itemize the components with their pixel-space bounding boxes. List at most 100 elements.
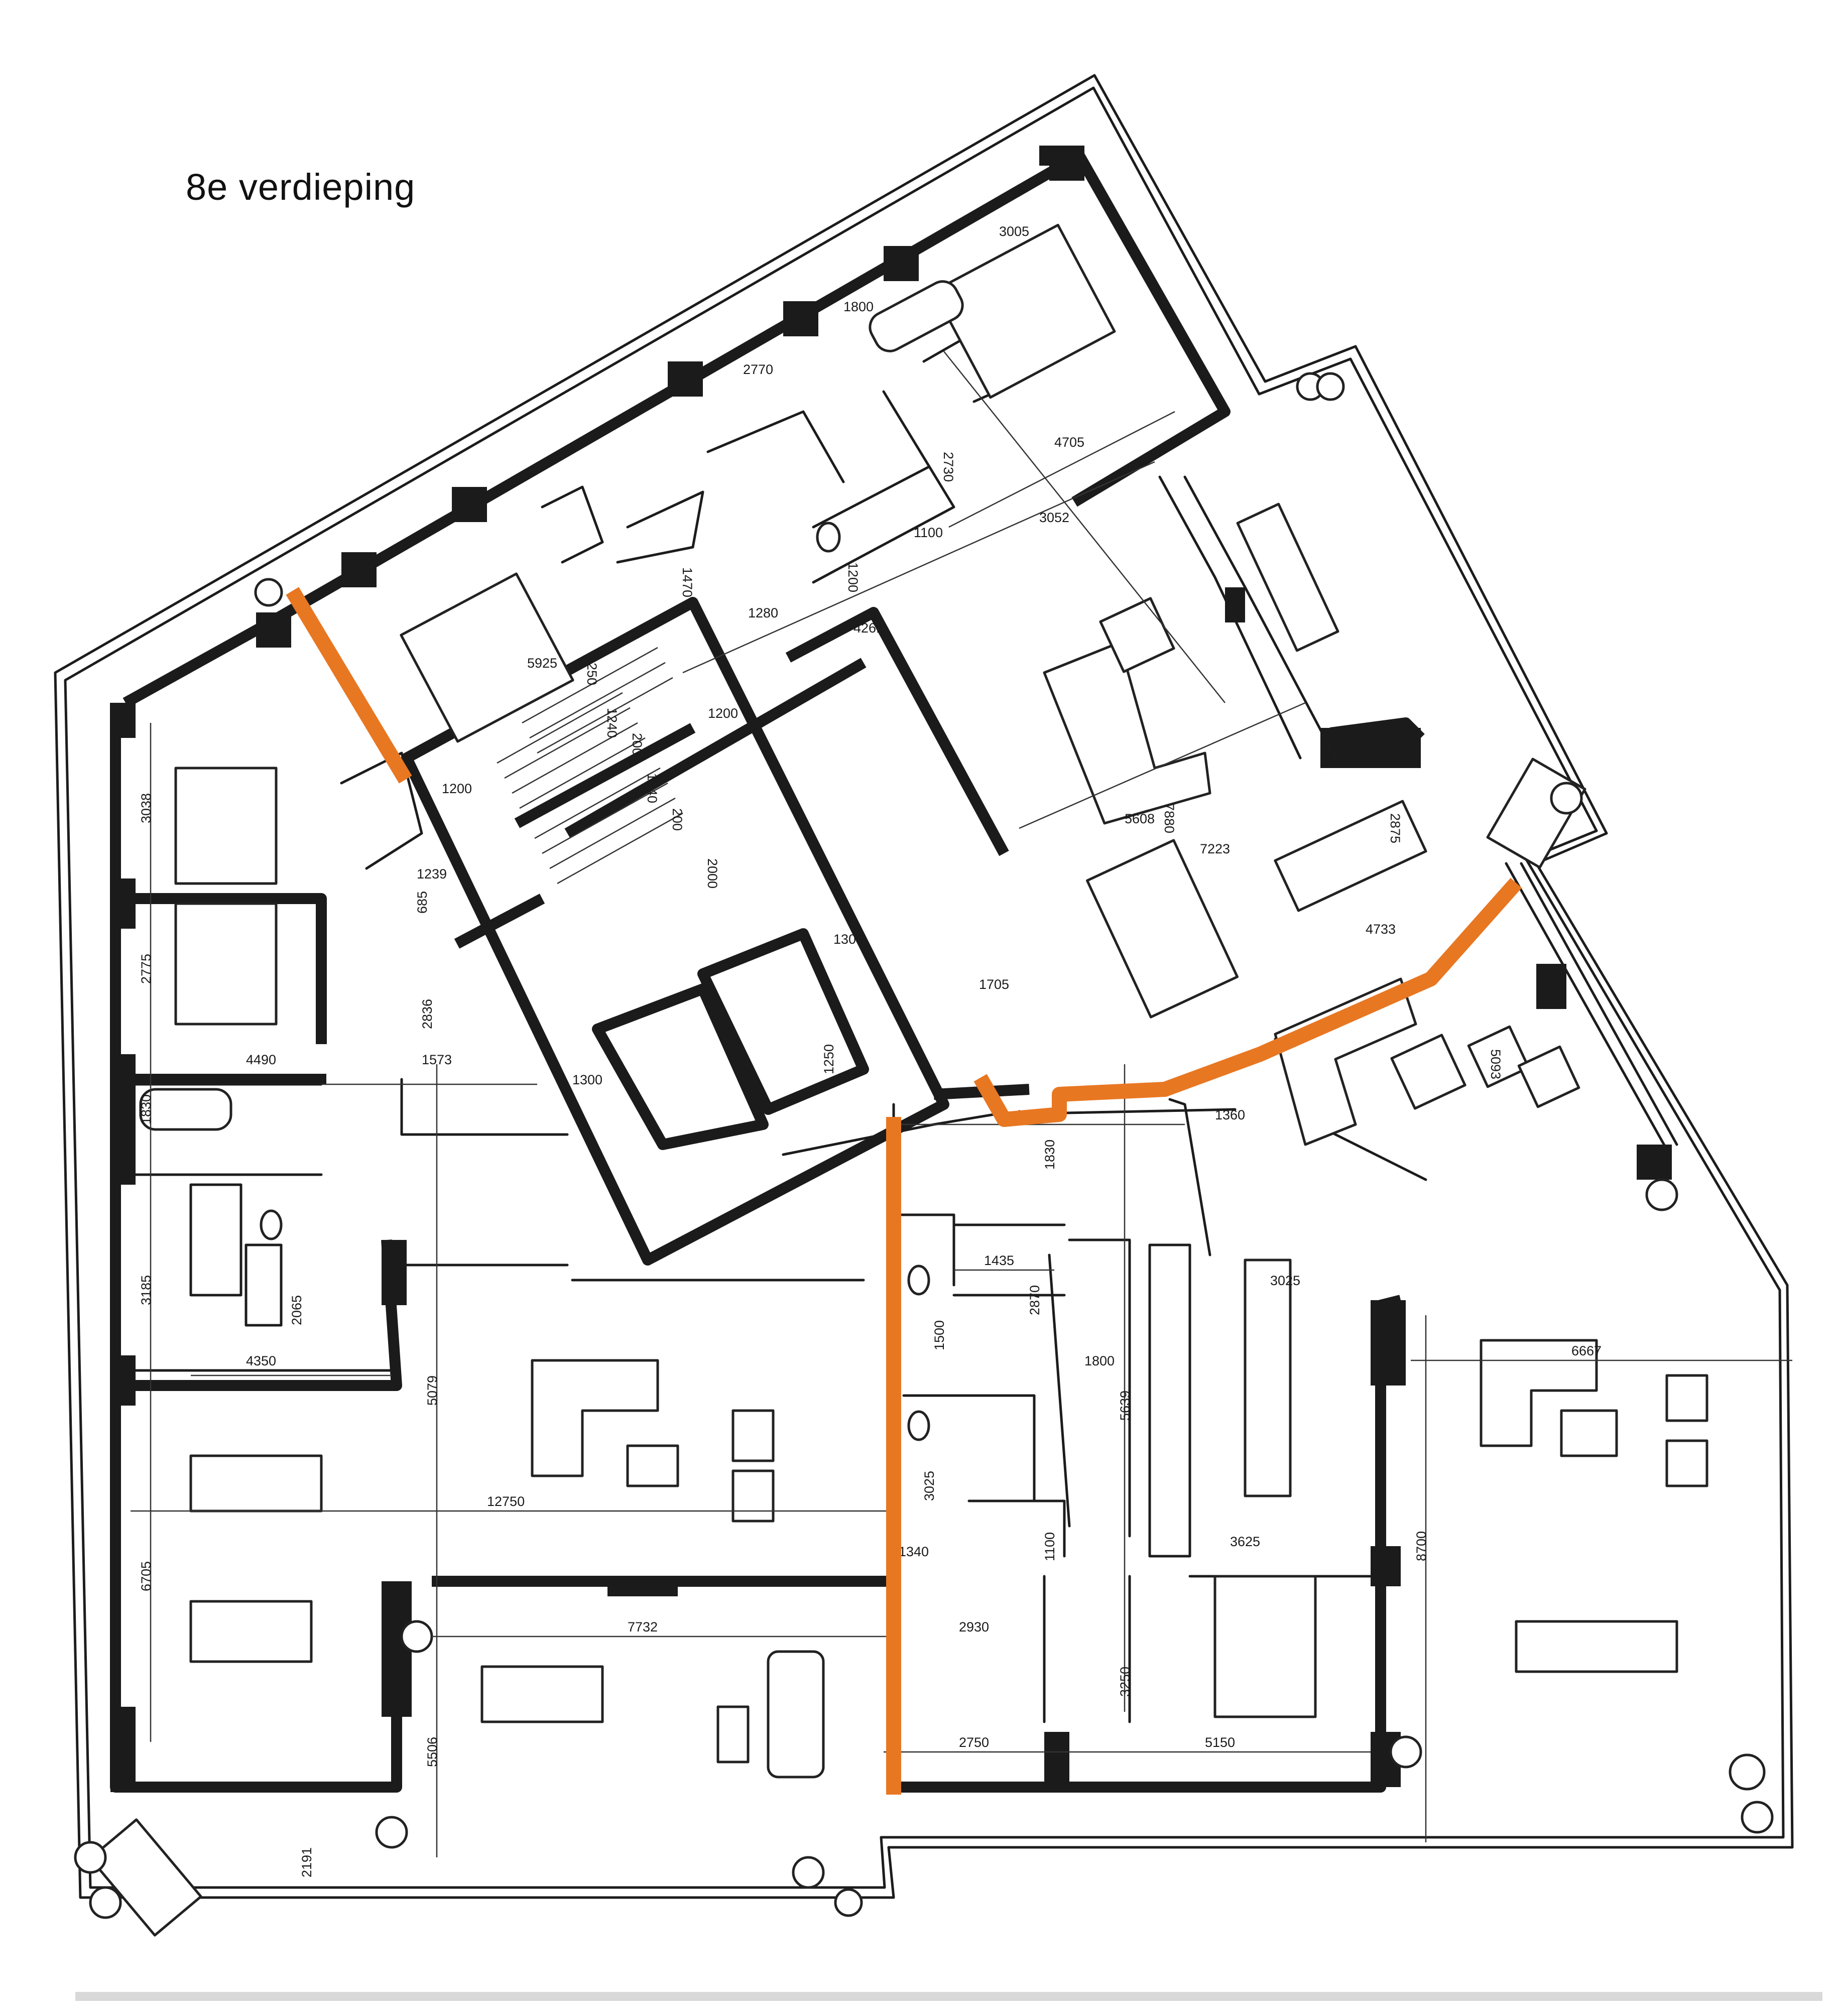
dimension-label: 5150 bbox=[1205, 1735, 1235, 1750]
dimension-label: 2870 bbox=[1027, 1285, 1042, 1315]
bottom-border-strip bbox=[75, 1992, 1822, 2001]
dimension-label: 200 bbox=[670, 808, 685, 831]
dimension-label: 2775 bbox=[139, 954, 154, 984]
dimension-label: 5639 bbox=[1118, 1391, 1133, 1421]
plant-icon bbox=[89, 1886, 122, 1919]
dimension-label: 5608 bbox=[1125, 811, 1155, 826]
dimension-label: 1800 bbox=[843, 299, 874, 314]
dimension-label: 1830 bbox=[1042, 1140, 1057, 1170]
bed bbox=[1213, 1575, 1317, 1718]
dimension-label: 5079 bbox=[425, 1375, 440, 1406]
bed bbox=[400, 572, 574, 743]
plant-icon bbox=[254, 578, 283, 607]
dimension-label: 4261 bbox=[853, 620, 884, 636]
dining-table bbox=[1515, 1620, 1678, 1673]
plant-icon bbox=[375, 1816, 408, 1849]
dimension-label: 5093 bbox=[1488, 1049, 1503, 1079]
armchair bbox=[731, 1409, 775, 1462]
dimension-label: 4705 bbox=[1054, 435, 1084, 450]
dimension-label: 1100 bbox=[1042, 1532, 1057, 1561]
bathtub bbox=[869, 280, 964, 352]
dimension-label: 6705 bbox=[139, 1561, 154, 1591]
coffee-table bbox=[1390, 1034, 1466, 1110]
dimension-label: 3025 bbox=[1270, 1273, 1300, 1288]
coffee-table bbox=[626, 1444, 679, 1487]
sofa bbox=[531, 1359, 659, 1477]
sofa bbox=[1274, 977, 1417, 1146]
dimension-label: 7223 bbox=[1200, 841, 1230, 856]
dining-table bbox=[1236, 502, 1339, 652]
dimension-label: 2730 bbox=[941, 452, 956, 482]
terrace-plants bbox=[74, 372, 1774, 1919]
dimension-label: 1300 bbox=[833, 932, 864, 947]
dimension-label: 12750 bbox=[487, 1494, 525, 1509]
plant-icon bbox=[792, 1856, 825, 1889]
furniture bbox=[89, 223, 1708, 1937]
dimension-label: 3625 bbox=[1230, 1534, 1260, 1549]
dimension-label: 1280 bbox=[748, 605, 778, 620]
coffee-table bbox=[716, 1705, 750, 1763]
dimension-label: 2836 bbox=[420, 999, 435, 1029]
bed bbox=[174, 902, 278, 1026]
dimension-label: 6667 bbox=[1571, 1343, 1602, 1358]
dimension-label: 1240 bbox=[604, 708, 620, 738]
bathtub bbox=[139, 1088, 232, 1131]
dimension-label: 7880 bbox=[1162, 803, 1177, 833]
column-blocks bbox=[110, 146, 1672, 1792]
dimension-label: 4490 bbox=[246, 1052, 276, 1067]
plant-icon bbox=[400, 1620, 433, 1653]
unit-boundary-highlight bbox=[286, 587, 1522, 1795]
dimension-label: 2191 bbox=[299, 1847, 314, 1877]
coffee-table bbox=[1560, 1409, 1618, 1457]
dimension-label: 1250 bbox=[821, 1044, 836, 1074]
dimension-lines bbox=[131, 351, 1792, 1857]
dimension-label: 1200 bbox=[708, 706, 738, 721]
dimension-label: 1200 bbox=[442, 781, 472, 796]
armchair bbox=[1517, 1045, 1580, 1108]
plant-icon bbox=[834, 1888, 863, 1917]
stair-flight bbox=[497, 647, 696, 885]
kitchen-island bbox=[1244, 1258, 1292, 1497]
dimension-label: 1800 bbox=[1084, 1353, 1115, 1368]
plant-icon bbox=[1316, 372, 1345, 401]
bed bbox=[174, 767, 278, 885]
kitchen-island bbox=[1086, 839, 1239, 1019]
dimension-label: 1500 bbox=[932, 1320, 947, 1350]
armchair bbox=[1665, 1374, 1708, 1422]
dimension-label: 1573 bbox=[422, 1052, 452, 1067]
dining-table bbox=[1274, 800, 1427, 912]
plant-icon bbox=[1389, 1735, 1422, 1769]
dimension-label: 2770 bbox=[743, 362, 773, 377]
dimension-label: 4350 bbox=[246, 1353, 276, 1368]
dimension-label: 3185 bbox=[139, 1275, 154, 1305]
plant-icon bbox=[1645, 1178, 1678, 1211]
toilet bbox=[816, 522, 841, 553]
dimension-label: 2750 bbox=[959, 1735, 989, 1750]
bed bbox=[932, 223, 1116, 399]
dimension-label: 1340 bbox=[899, 1544, 929, 1559]
dimension-label: 1100 bbox=[914, 525, 943, 540]
dimension-label: 2000 bbox=[705, 858, 720, 889]
toilet bbox=[260, 1209, 283, 1240]
armchair bbox=[731, 1469, 775, 1523]
dimension-label: 685 bbox=[415, 891, 430, 914]
armchair bbox=[1665, 1439, 1708, 1487]
dimension-label: 1435 bbox=[984, 1253, 1014, 1268]
dimension-label: 1830 bbox=[139, 1094, 154, 1124]
dimension-label: 4733 bbox=[1366, 922, 1396, 937]
toilet bbox=[907, 1410, 930, 1441]
dimension-label: 1360 bbox=[1215, 1107, 1245, 1122]
dimension-label: 5925 bbox=[527, 656, 557, 671]
plant-icon bbox=[1729, 1753, 1766, 1791]
dimension-labels: 3005 1800 2770 4705 2730 3052 1100 1470 … bbox=[139, 224, 1602, 1877]
plant-icon bbox=[1550, 782, 1583, 815]
dimension-label: 200 bbox=[630, 733, 645, 755]
dimension-label: 2065 bbox=[289, 1295, 304, 1325]
sofa bbox=[1480, 1339, 1598, 1447]
dimension-label: 1240 bbox=[645, 773, 660, 803]
kitchen-island bbox=[189, 1454, 323, 1513]
dimension-label: 2930 bbox=[959, 1619, 989, 1634]
dimension-label: 3025 bbox=[922, 1471, 937, 1501]
dining-table bbox=[189, 1600, 313, 1663]
